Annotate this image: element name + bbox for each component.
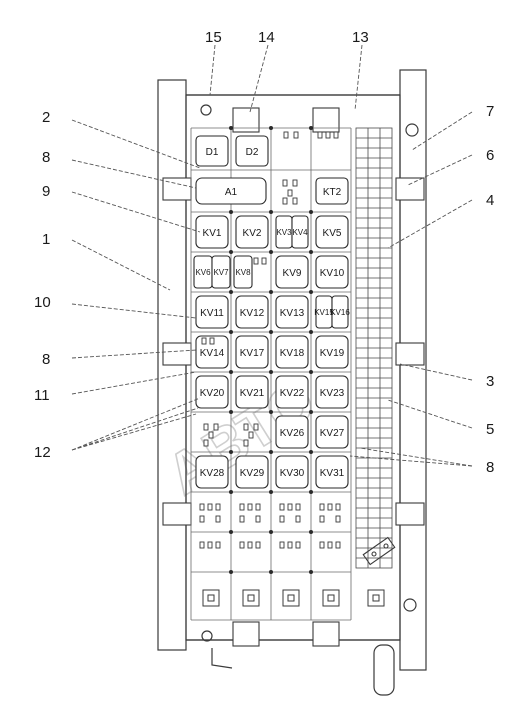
- clamp-right-2: [395, 342, 425, 366]
- label-kv27: KV27: [320, 428, 345, 439]
- module-a1: [195, 177, 267, 205]
- label-kv15: KV15: [314, 308, 334, 317]
- empty-sockets: [199, 131, 341, 549]
- label-kv8: KV8: [235, 268, 251, 277]
- callout-right-3: 4: [486, 192, 494, 209]
- leader-lines: [71, 44, 473, 467]
- label-d1: D1: [206, 147, 219, 158]
- label-kv23: KV23: [320, 388, 345, 399]
- label-a1: A1: [225, 187, 238, 198]
- label-kv2: KV2: [243, 228, 262, 239]
- callout-right-5: 5: [486, 421, 494, 438]
- callout-top-1: 15: [205, 29, 222, 46]
- label-kt2: KT2: [323, 187, 342, 198]
- label-kv29: KV29: [240, 468, 265, 479]
- label-kv26: KV26: [280, 428, 305, 439]
- bottom-terminals: [202, 589, 385, 607]
- panel-body: [185, 94, 401, 641]
- label-kv4: KV4: [292, 228, 308, 237]
- clamp-left-3: [162, 502, 192, 526]
- label-kv5: KV5: [323, 228, 342, 239]
- label-kv9: KV9: [283, 268, 302, 279]
- callout-left-1: 2: [42, 109, 50, 126]
- label-kv31: KV31: [320, 468, 345, 479]
- label-kv10: KV10: [320, 268, 345, 279]
- hole-bottom-left: [201, 630, 213, 642]
- socket-row-lower: [199, 503, 341, 523]
- callout-left-3: 9: [42, 183, 50, 200]
- label-kv21: KV21: [240, 388, 265, 399]
- module-d1: [195, 135, 229, 167]
- hole-top-left: [200, 104, 212, 116]
- clamp-right-3: [395, 502, 425, 526]
- label-kv16: KV16: [330, 308, 350, 317]
- callout-left-6: 8: [42, 351, 50, 368]
- label-kv7: KV7: [213, 268, 229, 277]
- module-kt2: [315, 177, 349, 205]
- screw-dots: [229, 126, 313, 574]
- callout-right-6: 8: [486, 459, 494, 476]
- socket-row-bottom: [199, 541, 341, 549]
- callout-top-2: 14: [258, 29, 275, 46]
- label-kv3: KV3: [276, 228, 292, 237]
- label-kv6: KV6: [195, 268, 211, 277]
- relay-labels: KV1 KV2 KV3 KV4 KV5 KV6 KV7 KV8 KV9 KV10…: [195, 228, 350, 479]
- label-kv17: KV17: [240, 348, 265, 359]
- callout-left-4: 1: [42, 231, 50, 248]
- label-d2: D2: [246, 147, 259, 158]
- label-kv12: KV12: [240, 308, 265, 319]
- callout-right-4: 3: [486, 373, 494, 390]
- label-kv22: KV22: [280, 388, 305, 399]
- label-kv18: KV18: [280, 348, 305, 359]
- right-rail: [399, 69, 427, 671]
- callout-left-2: 8: [42, 149, 50, 166]
- socket-kv24: [203, 423, 219, 447]
- callout-left-8: 12: [34, 444, 51, 461]
- fuse-bracket: [362, 536, 396, 566]
- callout-right-2: 6: [486, 147, 494, 164]
- callout-left-7: 11: [34, 387, 50, 404]
- callout-right-1: 7: [486, 103, 494, 120]
- socket-row-top: [201, 131, 339, 345]
- clamp-bottom-1: [232, 621, 260, 647]
- socket-kv25: [243, 423, 259, 447]
- relays: [193, 215, 349, 489]
- label-kv1: KV1: [203, 228, 222, 239]
- terminal-strip: [355, 127, 393, 569]
- socket-row-kt: [282, 179, 298, 205]
- hole-bottom-right: [403, 598, 417, 612]
- cable-bottom-left: [211, 648, 233, 669]
- clamp-left-2: [162, 342, 192, 366]
- module-d2: [235, 135, 269, 167]
- label-kv13: KV13: [280, 308, 305, 319]
- cable-bottom-right: [373, 644, 395, 696]
- label-kv20: KV20: [200, 388, 225, 399]
- label-kv30: KV30: [280, 468, 305, 479]
- label-kv28: KV28: [200, 468, 225, 479]
- label-kv19: KV19: [320, 348, 345, 359]
- hole-top-right: [405, 123, 419, 137]
- callout-top-3: 13: [352, 29, 369, 46]
- mounting-frame: [157, 69, 427, 671]
- label-kv11: KV11: [200, 308, 224, 319]
- callout-left-5: 10: [34, 294, 51, 311]
- rail-clamps: [162, 107, 425, 647]
- clamp-bottom-2: [312, 621, 340, 647]
- callout-labels: 2 8 9 1 10 8 11 12 15 14 13 7 6 4 3 5 8: [34, 29, 494, 476]
- clamp-right-1: [395, 177, 425, 201]
- components: [195, 135, 349, 205]
- cables: [211, 644, 395, 696]
- label-kv14: KV14: [200, 348, 225, 359]
